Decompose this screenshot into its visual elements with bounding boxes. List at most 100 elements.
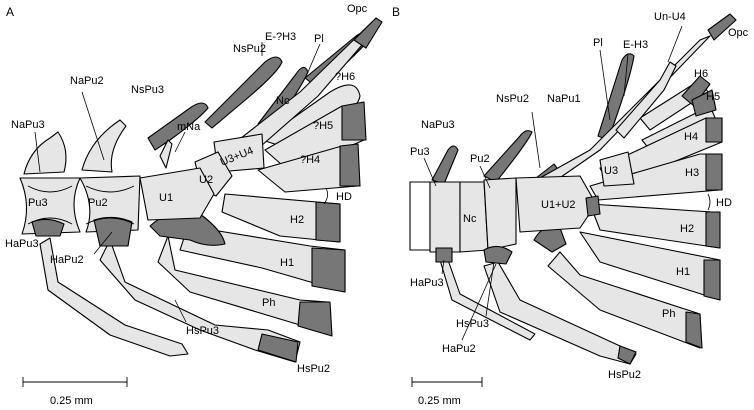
a-label-pu2: Pu2 bbox=[88, 197, 108, 209]
b-label-h4: H4 bbox=[684, 131, 698, 143]
b-tip-ph bbox=[685, 311, 703, 349]
b-unu4 bbox=[615, 61, 677, 139]
a-label-h6: ?H6 bbox=[335, 71, 355, 83]
panel-b-neural-spines bbox=[431, 13, 737, 187]
a-leader-mna bbox=[174, 131, 186, 153]
a-hapu2 bbox=[93, 216, 133, 247]
a-hd-bracket bbox=[323, 187, 328, 205]
b-label-pu2: Pu2 bbox=[470, 153, 490, 165]
a-label-nc: Nc bbox=[276, 95, 290, 107]
b-label-hspu2: HsPu2 bbox=[608, 369, 641, 381]
a-tip-h2 bbox=[315, 201, 341, 243]
a-label-eh3: E-?H3 bbox=[265, 31, 296, 43]
a-label-pu3: Pu3 bbox=[28, 197, 48, 209]
b-label-h1: H1 bbox=[676, 266, 690, 278]
a-hapu3 bbox=[31, 218, 65, 237]
a-centrum-arc-1 bbox=[27, 185, 73, 193]
a-hspu3 bbox=[39, 237, 189, 357]
a-napu3 bbox=[23, 131, 67, 175]
panel-a-hypurals bbox=[39, 84, 365, 363]
panel-a-letter: A bbox=[6, 5, 14, 19]
b-label-eh3: E-H3 bbox=[623, 39, 648, 51]
b-tip-h5 bbox=[691, 89, 717, 117]
b-hapu2 bbox=[483, 245, 513, 265]
a-label-h4: ?H4 bbox=[300, 154, 320, 166]
b-label-pl: Pl bbox=[593, 37, 603, 49]
a-napu2 bbox=[81, 119, 127, 173]
b-label-nspu2: NsPu2 bbox=[496, 93, 529, 105]
a-centrum-arc-3 bbox=[85, 185, 135, 193]
a-label-nspu3: NsPu3 bbox=[131, 84, 164, 96]
a-nspu2 bbox=[204, 56, 283, 129]
a-label-u1: U1 bbox=[159, 192, 173, 204]
a-label-nspu2: NsPu2 bbox=[233, 43, 266, 55]
panel-b-letter: B bbox=[392, 5, 400, 19]
b-hapu3 bbox=[435, 247, 453, 263]
b-leader-pu2 bbox=[479, 165, 491, 189]
a-tip-h4 bbox=[339, 143, 361, 187]
b-hd-bracket bbox=[707, 193, 711, 211]
a-pu3 bbox=[19, 177, 81, 235]
b-tip-h2 bbox=[705, 211, 721, 249]
a-label-mna: mNa bbox=[177, 121, 201, 133]
b-u3-joint bbox=[585, 195, 601, 217]
b-label-unu4: Un-U4 bbox=[654, 11, 686, 23]
a-leader-pl bbox=[307, 43, 321, 73]
a-centrum-arc-4 bbox=[85, 217, 135, 225]
b-pu2 bbox=[483, 177, 517, 251]
a-tip-ph bbox=[297, 301, 333, 337]
panel-b-scale-bar: 0.25 mm bbox=[411, 377, 483, 407]
b-napu3 bbox=[431, 145, 459, 185]
b-label-napu1: NaPu1 bbox=[547, 93, 581, 105]
panel-b-centra bbox=[409, 175, 601, 265]
a-tip-hspu2 bbox=[257, 333, 299, 363]
b-ural-u3 bbox=[599, 151, 635, 187]
b-label-nc: Nc bbox=[463, 213, 477, 225]
a-label-hspu3: HsPu3 bbox=[186, 325, 219, 337]
a-nspu3 bbox=[147, 102, 209, 151]
a-tip-h1 bbox=[311, 247, 346, 293]
a-label-napu2: NaPu2 bbox=[70, 75, 104, 87]
a-label-hd: HD bbox=[336, 191, 352, 203]
panel-b-leaders bbox=[423, 25, 711, 341]
panel-a: A bbox=[5, 3, 383, 407]
b-label-hspu3: HsPu3 bbox=[456, 318, 489, 330]
b-leader-hapu2 bbox=[461, 263, 497, 341]
b-label-h5: H5 bbox=[706, 91, 720, 103]
b-tip-hspu2 bbox=[617, 345, 637, 365]
b-label-u1u2: U1+U2 bbox=[541, 199, 576, 211]
a-ural-u1 bbox=[139, 167, 215, 221]
b-leader-pu3 bbox=[423, 157, 437, 187]
b-scale-label: 0.25 mm bbox=[418, 395, 461, 407]
a-label-hapu2: HaPu2 bbox=[50, 254, 84, 266]
panel-a-scale-bar: 0.25 mm bbox=[22, 377, 128, 407]
b-label-h3: H3 bbox=[685, 167, 699, 179]
a-leader-napu3 bbox=[34, 131, 41, 173]
b-leader-unu4 bbox=[667, 25, 683, 63]
b-opc-tip bbox=[707, 13, 737, 41]
a-label-opc: Opc bbox=[347, 3, 368, 15]
a-label-pl: Pl bbox=[314, 33, 324, 45]
b-leader-pl bbox=[599, 49, 611, 121]
a-label-napu3: NaPu3 bbox=[11, 119, 45, 131]
b-label-hd: HD bbox=[716, 197, 732, 209]
b-label-hapu2: HaPu2 bbox=[442, 343, 476, 355]
b-label-pu3: Pu3 bbox=[410, 146, 430, 158]
panel-a-neural-spines bbox=[147, 17, 383, 169]
panel-b: B bbox=[392, 5, 749, 407]
a-label-hapu3: HaPu3 bbox=[5, 238, 39, 250]
b-centrum-back bbox=[409, 181, 431, 251]
panel-a-leaders bbox=[34, 42, 328, 323]
b-label-h6: H6 bbox=[694, 68, 708, 80]
b-label-h2: H2 bbox=[680, 223, 694, 235]
panel-a-centra bbox=[19, 119, 265, 247]
a-leader-hapu2 bbox=[93, 231, 113, 255]
a-label-u2: U2 bbox=[199, 174, 213, 186]
b-tip-h3 bbox=[705, 153, 723, 191]
b-label-hapu3: HaPu3 bbox=[410, 277, 444, 289]
b-label-u3: U3 bbox=[604, 165, 618, 177]
panel-a-dark-tips bbox=[149, 101, 367, 363]
panel-b-dark-tips bbox=[533, 75, 723, 365]
a-centrum-arc-2 bbox=[27, 217, 73, 225]
a-opc-tip bbox=[353, 17, 383, 49]
